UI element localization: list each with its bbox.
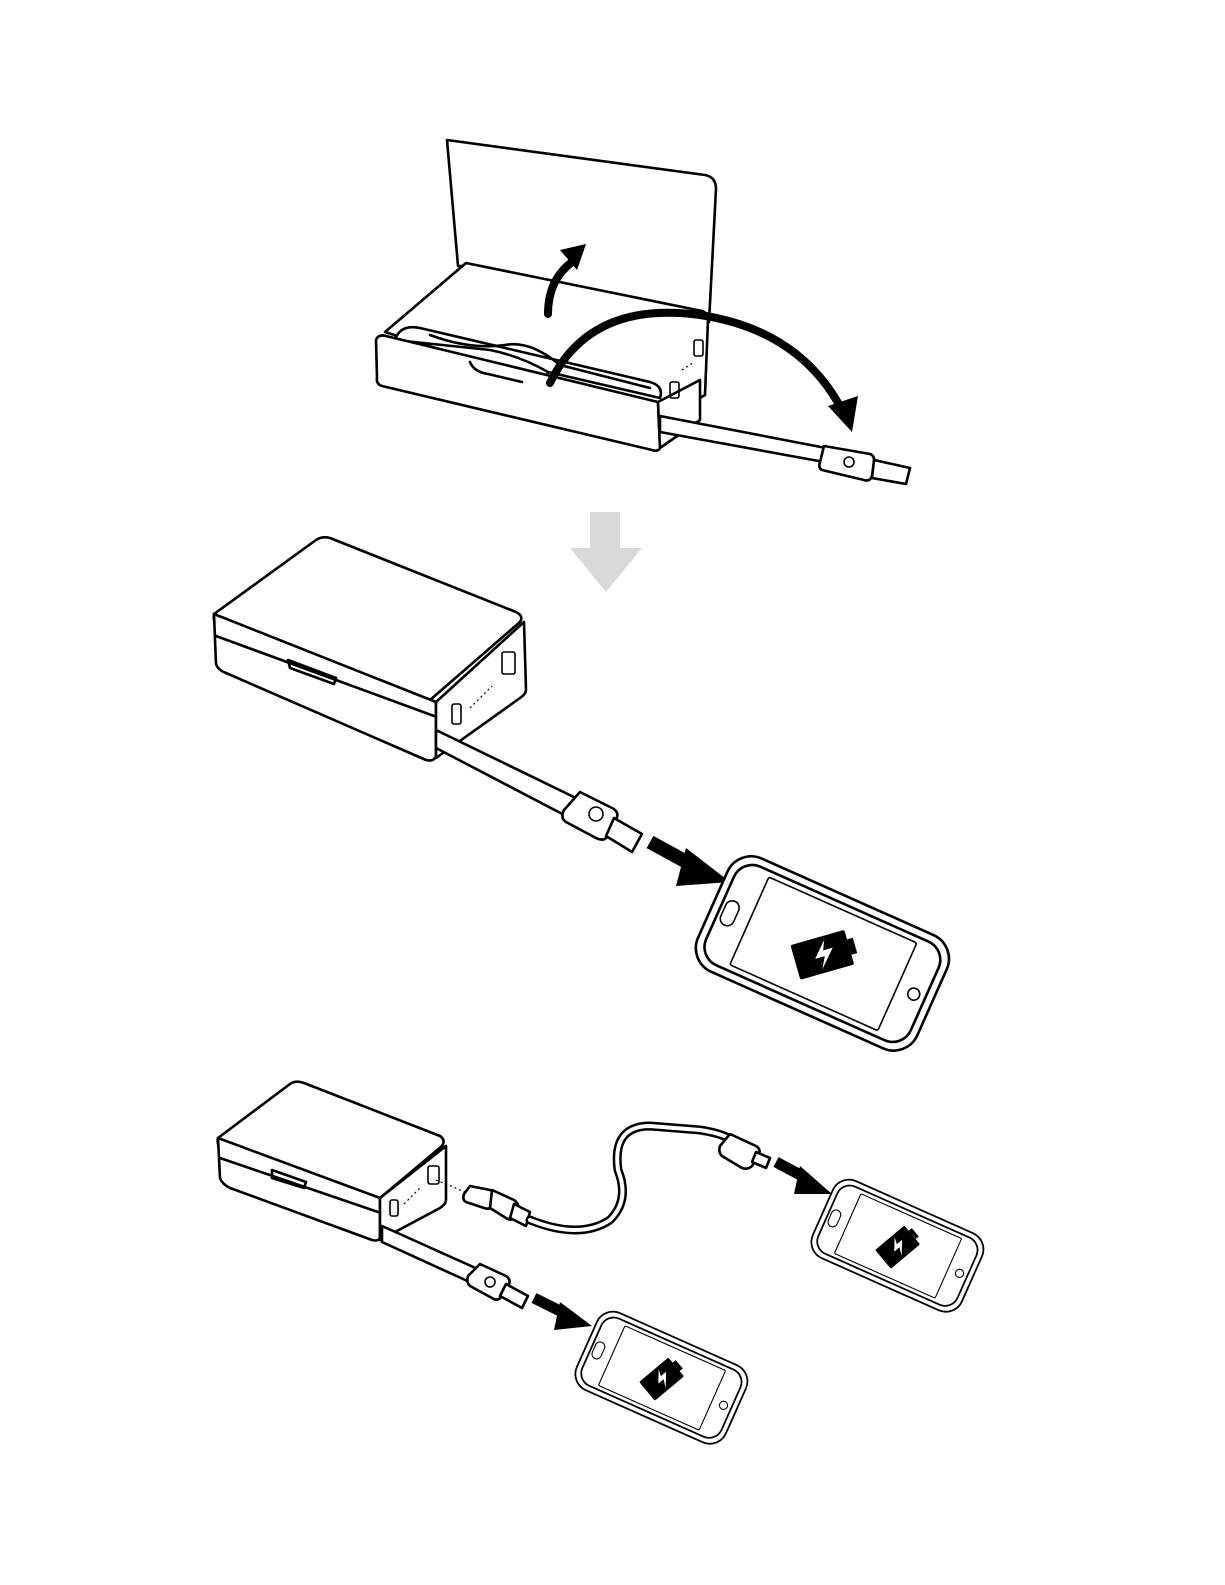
phone bbox=[570, 1306, 753, 1449]
flat-cable bbox=[382, 1226, 480, 1284]
phone bbox=[806, 1174, 989, 1317]
round-cable bbox=[530, 1126, 734, 1230]
step-3-charge-two-phones bbox=[218, 1082, 989, 1450]
cable-plug bbox=[819, 446, 874, 481]
step-down-arrow-icon bbox=[570, 512, 642, 592]
flat-cable bbox=[660, 416, 826, 462]
flat-cable bbox=[436, 730, 580, 818]
step-2-charge-one-phone bbox=[214, 537, 958, 1059]
plug-direction-arrow-icon bbox=[776, 1162, 832, 1194]
step-1-open-lid bbox=[376, 140, 910, 484]
plug-direction-arrow-icon bbox=[650, 842, 730, 886]
phone bbox=[688, 848, 958, 1059]
plug-direction-arrow-icon bbox=[534, 1298, 592, 1330]
